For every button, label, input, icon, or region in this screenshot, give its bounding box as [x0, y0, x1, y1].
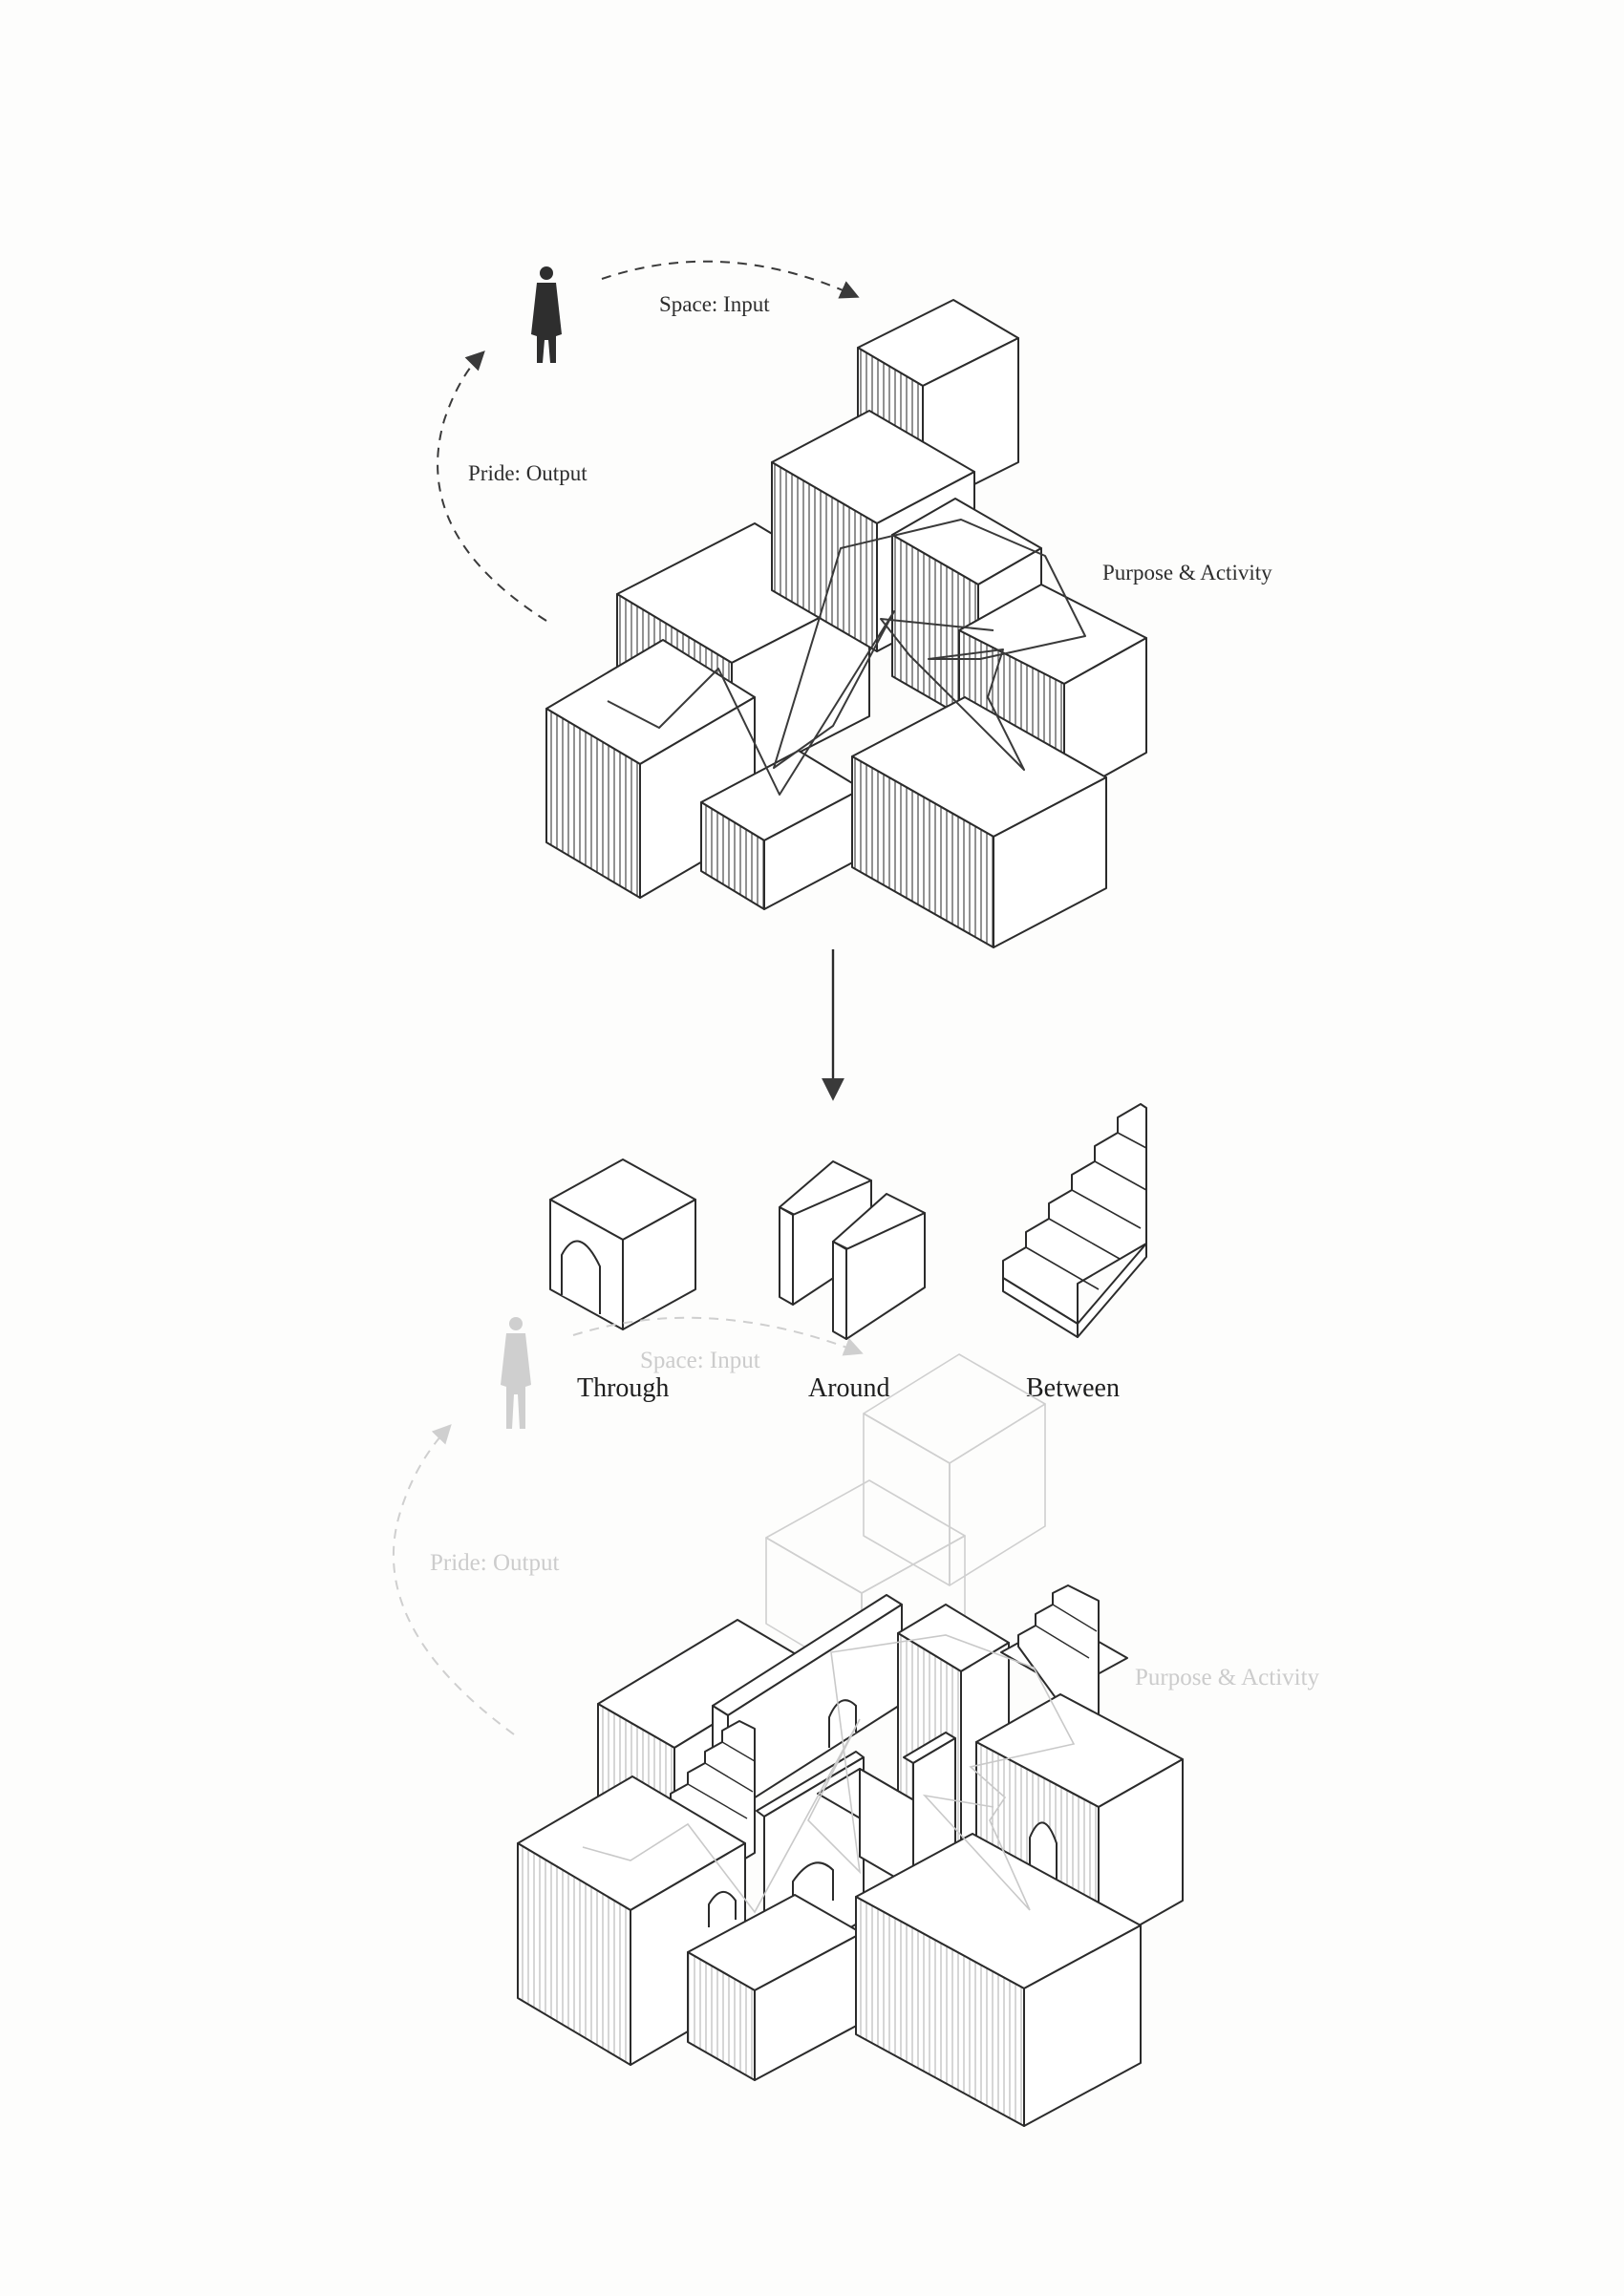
- ghost-cube-top: [863, 1353, 1046, 1586]
- cube-front-right: [851, 696, 1107, 948]
- cube-front-left: [545, 639, 756, 899]
- bottom-cube-front-right: [855, 1833, 1142, 2127]
- arch-opening: [561, 1240, 601, 1314]
- stair-profile: [1002, 1103, 1147, 1325]
- ghost-label-pride-output: Pride: Output: [430, 1550, 559, 1576]
- label-between: Between: [1026, 1373, 1120, 1403]
- label-space-input: Space: Input: [659, 292, 770, 316]
- label-around: Around: [808, 1373, 890, 1403]
- ghost-space-arrow: [572, 1316, 864, 1356]
- element-around: [779, 1160, 926, 1340]
- person-icon: [531, 266, 562, 363]
- ghost-pride-arrow: [393, 1424, 515, 1735]
- label-purpose-activity: Purpose & Activity: [1102, 561, 1272, 585]
- ghost-person-icon: [501, 1317, 531, 1429]
- bottom-diagram: Space: Input Pride: Output Purpose & Act…: [393, 1316, 1320, 2127]
- ghost-activity-path: [582, 1634, 1076, 1914]
- arch-opening: [708, 1891, 737, 1927]
- bottom-cube-front-small: [687, 1894, 863, 2081]
- space-input-arrow: [601, 260, 860, 299]
- bottom-stair-right: [1000, 1584, 1128, 1732]
- pride-output-arrow: [437, 351, 547, 622]
- cube-front-small: [700, 750, 863, 910]
- ghost-label-space-input: Space: Input: [640, 1348, 760, 1373]
- label-pride-output: Pride: Output: [468, 461, 588, 485]
- label-through: Through: [577, 1373, 669, 1403]
- activity-path: [607, 519, 1086, 796]
- element-through: [549, 1159, 696, 1330]
- element-between: [1002, 1103, 1147, 1338]
- top-diagram: Space: Input Pride: Output Purpose & Act…: [437, 260, 1272, 1101]
- ghost-label-purpose-activity: Purpose & Activity: [1135, 1665, 1320, 1690]
- arch-opening: [828, 1699, 857, 1748]
